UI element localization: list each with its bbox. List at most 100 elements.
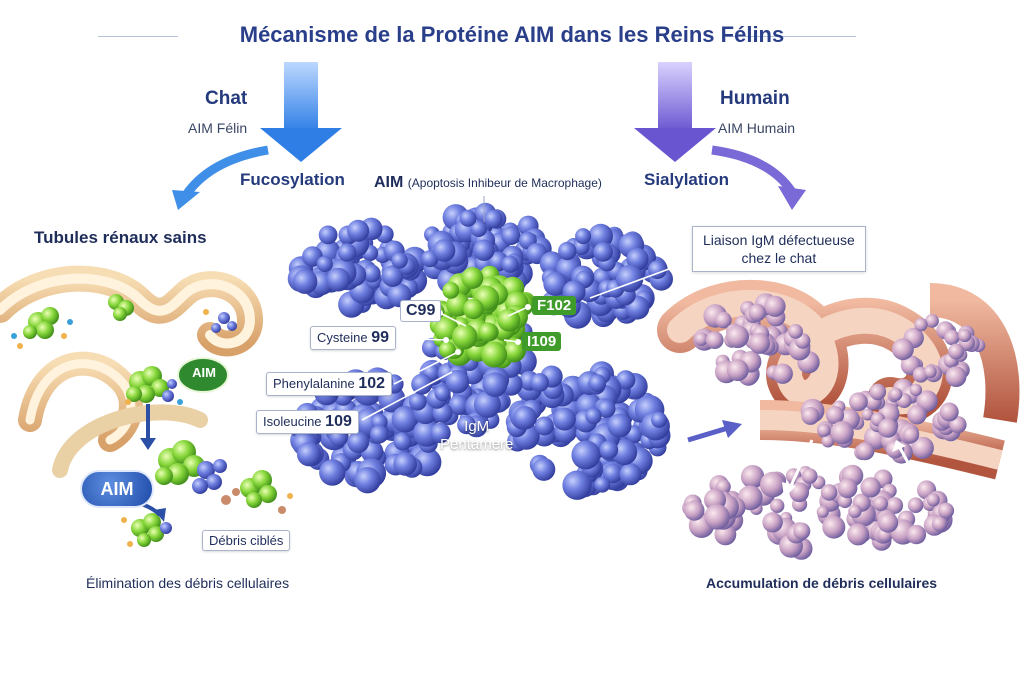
igm-subunit-sphere: [593, 242, 613, 262]
title-rule-right: [726, 36, 856, 37]
debris-particle: [740, 465, 765, 489]
damaged-tubules-illustration: [657, 279, 1020, 560]
process-right-label: Sialylation: [644, 170, 730, 189]
cysteine-label: Cysteine 99: [310, 326, 396, 350]
phenylalanine-number: 102: [358, 375, 386, 392]
igm-subunit-sphere: [393, 452, 418, 476]
isoleucine-number: 109: [325, 413, 352, 430]
debris-particle: [847, 523, 870, 546]
aim-badge-small: AIM: [192, 365, 216, 380]
igm-subunit-sphere: [558, 241, 577, 261]
callout-line-2: chez le chat: [741, 250, 817, 266]
igm-subunit-sphere: [362, 264, 381, 283]
aim-variant-right: AIM Humain: [718, 120, 796, 136]
igm-subunit-sphere: [501, 255, 519, 273]
igm-subunit-sphere: [432, 239, 456, 262]
igm-subunit-sphere: [347, 219, 370, 242]
igm-subunit-sphere: [651, 411, 667, 428]
aim-badge-small-icon: [177, 357, 229, 393]
debris-particle: [909, 383, 923, 397]
igm-subunit-sphere: [473, 391, 501, 418]
debris-particle: [948, 343, 965, 360]
debris-particle: [925, 314, 939, 328]
phenylalanine-label: Phenylalanine 102: [266, 372, 393, 396]
residue-i109-chip: I109: [522, 332, 562, 351]
igm-subunit-sphere: [534, 416, 554, 436]
debris-particle: [944, 329, 960, 346]
species-left-label: Chat: [205, 88, 248, 109]
igm-subunit-sphere: [354, 467, 381, 494]
debris-particle: [878, 512, 899, 533]
aim-title: AIM: [374, 174, 404, 191]
isoleucine-label: Isoleucine 109: [256, 410, 359, 434]
debris-particle: [715, 311, 732, 329]
debris-particle: [923, 365, 937, 379]
debris-particle: [830, 421, 854, 445]
debris-particle: [770, 498, 785, 513]
igm-pentamer-label: IgM Pentamere: [440, 418, 513, 454]
debris-particle: [849, 392, 868, 412]
residue-f102-chip: F102: [532, 296, 577, 315]
igm-subunit-sphere: [448, 394, 469, 415]
cysteine-name: Cysteine: [317, 330, 368, 345]
igm-subunit-sphere: [575, 228, 592, 245]
debris-particle: [869, 383, 887, 401]
species-right-label: Humain: [720, 88, 790, 109]
isoleucine-name: Isoleucine: [263, 414, 322, 429]
aim-residue-sphere: [504, 340, 525, 362]
debris-particle: [821, 434, 835, 448]
debris-particle: [820, 484, 838, 501]
igm-subunit-sphere: [619, 463, 642, 486]
aim-variant-left: AIM Félin: [188, 120, 248, 136]
igm-subunit-sphere: [552, 407, 576, 431]
igm-subunit-sphere: [326, 267, 351, 292]
debris-particle: [684, 500, 705, 521]
debris-particle: [793, 522, 811, 540]
debris-particle: [704, 504, 730, 530]
curved-arrow-left-icon: [172, 145, 269, 210]
igm-subunit-sphere: [571, 440, 601, 470]
igm-subunit-sphere: [434, 385, 451, 402]
debris-particle: [914, 317, 928, 332]
igm-subunit-sphere: [445, 369, 470, 394]
debris-particle: [902, 426, 920, 443]
igm-subunit-sphere: [588, 374, 607, 392]
igm-subunit-sphere: [607, 413, 632, 438]
igm-subunit-sphere: [626, 247, 649, 271]
igm-subunit-sphere: [381, 265, 404, 287]
igm-subunit-sphere: [562, 470, 592, 500]
debris-particle: [694, 332, 709, 346]
cysteine-number: 99: [371, 329, 389, 346]
igm-binding-callout: Liaison IgM défectueuse chez le chat: [692, 226, 866, 272]
debris-targeted-cluster: [121, 440, 293, 547]
debris-particle: [764, 295, 786, 317]
igm-subunit-sphere: [296, 442, 322, 467]
igm-subunit-sphere: [588, 223, 613, 249]
igm-subunit-sphere: [501, 226, 521, 246]
debris-particle: [817, 423, 831, 437]
arrow-right-icon: [687, 420, 742, 443]
igm-subunit-sphere: [347, 431, 370, 454]
igm-subunit-sphere: [543, 271, 568, 296]
debris-particle: [816, 505, 829, 518]
debris-particle: [726, 359, 749, 382]
debris-particle: [911, 436, 934, 459]
igm-line-1: IgM: [464, 418, 490, 435]
igm-subunit-sphere: [513, 406, 537, 430]
aim-residue-sphere: [438, 341, 456, 359]
debris-particle: [748, 303, 766, 322]
debris-particle: [926, 493, 940, 507]
igm-subunit-sphere: [611, 439, 638, 466]
arrow-down-left-icon: [260, 62, 342, 162]
arrow-down-white-icon: [782, 439, 814, 498]
debris-particle: [949, 416, 967, 434]
footer-left: Élimination des débris cellulaires: [86, 575, 290, 591]
igm-subunit-sphere: [473, 239, 495, 261]
igm-line-2: Pentamere: [440, 436, 514, 453]
aim-residue-sphere: [452, 324, 478, 350]
debris-particle: [861, 408, 874, 421]
debris-particle: [889, 387, 903, 401]
debris-particle: [705, 331, 724, 349]
igm-subunit-sphere: [594, 476, 611, 493]
